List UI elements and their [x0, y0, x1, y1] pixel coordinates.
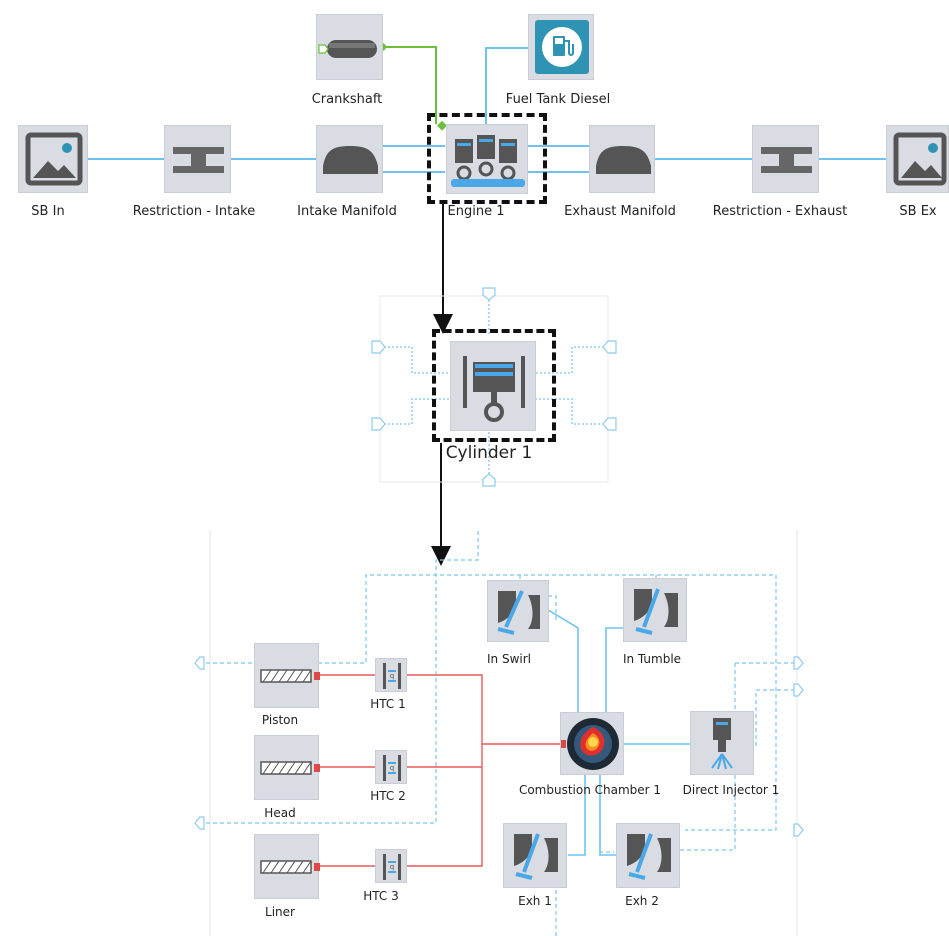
top-row-links — [88, 47, 888, 173]
in-swirl-node[interactable] — [487, 580, 549, 642]
valve-icon — [634, 588, 678, 635]
direct-injector-node[interactable] — [690, 711, 754, 775]
htc2-node[interactable]: q — [375, 750, 407, 784]
crankshaft-link — [382, 46, 437, 124]
combustion-chamber-label: Combustion Chamber 1 — [518, 783, 662, 797]
piston-icon — [463, 356, 525, 422]
sb-ex-label: SB Ex — [899, 204, 937, 219]
wall-icon — [260, 669, 320, 683]
restriction-intake-node[interactable] — [164, 125, 231, 193]
valve-icon — [497, 590, 540, 635]
engine-node[interactable] — [446, 124, 528, 194]
restriction-intake-label: Restriction - Intake — [132, 204, 256, 219]
sb-in-node[interactable] — [18, 125, 88, 193]
crankshaft-label: Crankshaft — [311, 92, 383, 107]
heat-transfer-icon: q — [383, 663, 401, 689]
exhaust-manifold-label: Exhaust Manifold — [564, 204, 676, 219]
intake-manifold-label: Intake Manifold — [297, 204, 397, 219]
htc2-label: HTC 2 — [370, 789, 406, 803]
htc1-label: HTC 1 — [370, 697, 406, 711]
svg-text:q: q — [390, 764, 394, 772]
crankshaft-node[interactable] — [316, 14, 383, 80]
detail-port-markers — [194, 656, 804, 837]
fuel-tank-label: Fuel Tank Diesel — [505, 92, 611, 107]
restriction-icon — [173, 147, 224, 173]
manifold-icon — [323, 146, 378, 174]
in-swirl-label: In Swirl — [487, 652, 531, 666]
cylinder-node[interactable] — [450, 341, 536, 431]
heat-transfer-icon: q — [383, 755, 401, 781]
engine-selection — [427, 113, 547, 204]
liner-label: Liner — [265, 905, 295, 919]
exh1-node[interactable] — [503, 823, 567, 888]
sb-ex-node[interactable] — [886, 125, 949, 193]
restriction-exhaust-node[interactable] — [752, 125, 819, 193]
svg-text:q: q — [390, 672, 394, 680]
valve-icon — [627, 833, 671, 880]
in-tumble-label: In Tumble — [622, 652, 682, 666]
valve-icon — [514, 833, 558, 880]
sb-in-label: SB In — [31, 204, 65, 219]
cylinder-label: Cylinder 1 — [445, 443, 533, 463]
cylinder-selection — [432, 329, 556, 442]
head-wall-node[interactable] — [254, 735, 320, 800]
piston-wall-node[interactable] — [254, 643, 320, 708]
engine-label: Engine 1 — [447, 204, 505, 219]
exhaust-manifold-node[interactable] — [589, 125, 655, 193]
image-icon — [25, 132, 83, 186]
wall-icon — [260, 860, 320, 874]
exh1-label: Exh 1 — [518, 894, 552, 908]
direct-injector-label: Direct Injector 1 — [682, 783, 780, 797]
htc3-label: HTC 3 — [363, 889, 399, 903]
detail-bounds — [209, 530, 798, 936]
crankshaft-icon — [318, 40, 377, 58]
combustion-icon — [561, 718, 619, 770]
piston-label: Piston — [261, 713, 299, 727]
detail-fluid-links — [544, 607, 690, 856]
heat-transfer-icon: q — [383, 854, 401, 880]
restriction-icon — [761, 147, 812, 173]
injector-icon — [711, 718, 733, 770]
image-icon — [893, 132, 947, 186]
intake-manifold-node[interactable] — [316, 125, 383, 193]
cylinder-port-markers — [371, 287, 617, 487]
combustion-chamber-node[interactable] — [560, 712, 624, 775]
manifold-icon — [596, 146, 651, 174]
fuel-tank-node[interactable] — [528, 14, 594, 80]
fuel-tank-icon — [535, 20, 589, 74]
htc1-node[interactable]: q — [375, 658, 407, 692]
restriction-exhaust-label: Restriction - Exhaust — [712, 204, 848, 219]
exh2-node[interactable] — [616, 823, 680, 888]
liner-wall-node[interactable] — [254, 834, 320, 899]
svg-text:q: q — [390, 863, 394, 871]
wall-icon — [260, 761, 320, 775]
exh2-label: Exh 2 — [625, 894, 659, 908]
engine-icon — [451, 135, 525, 187]
in-tumble-node[interactable] — [623, 578, 687, 642]
detail-thermal-links — [319, 674, 560, 867]
htc3-node[interactable]: q — [375, 849, 407, 883]
head-label: Head — [264, 806, 296, 820]
